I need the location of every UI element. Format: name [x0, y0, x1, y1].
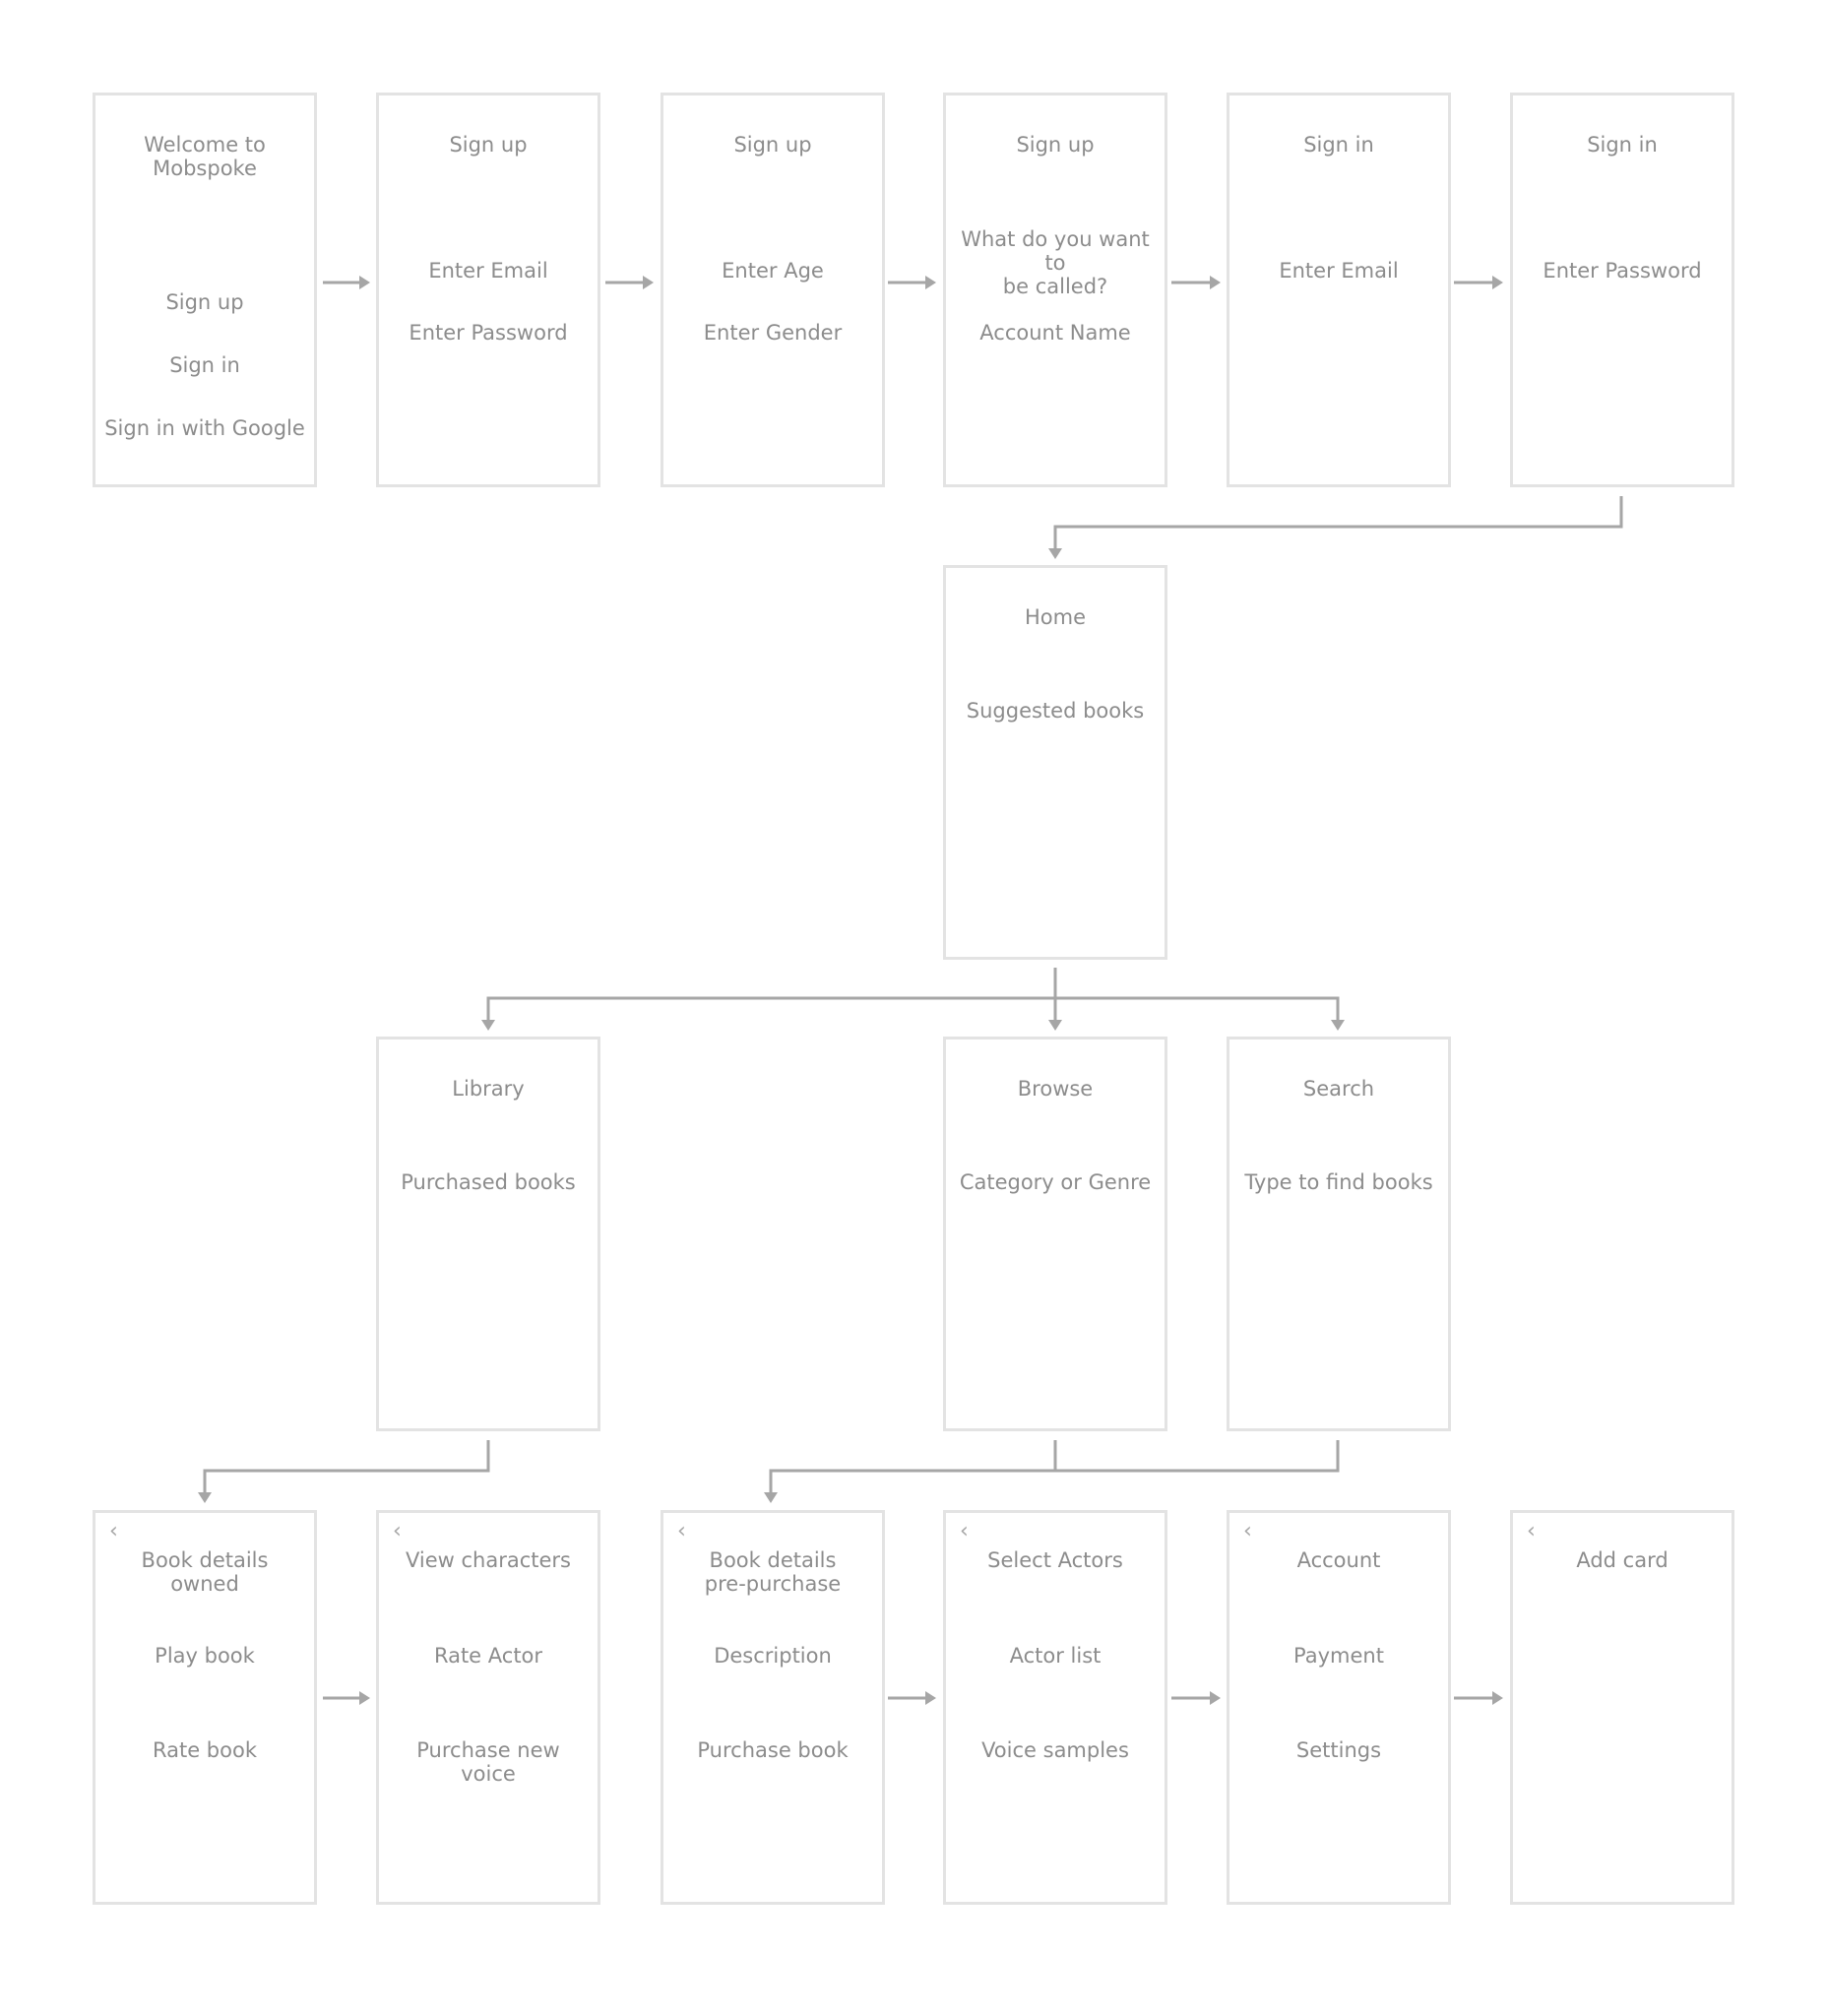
- screen-title: Account: [1296, 1548, 1381, 1572]
- screen-title: Sign in: [1587, 133, 1658, 157]
- screen-element-label: Enter Email: [428, 259, 548, 283]
- screen-title: Select Actors: [987, 1548, 1123, 1572]
- screen-title: Add card: [1576, 1548, 1669, 1572]
- arrow-right-icon: [1492, 276, 1503, 289]
- back-chevron-icon: ‹: [393, 1519, 402, 1544]
- back-chevron-icon: ‹: [677, 1519, 686, 1544]
- screen-element-label: Sign in: [169, 353, 240, 377]
- screen-signin-2: Sign in Enter Password: [1510, 93, 1734, 487]
- arrow-right-icon: [359, 1691, 370, 1705]
- back-chevron-icon: ‹: [1527, 1519, 1536, 1544]
- arrow-right-icon: [925, 1691, 936, 1705]
- screen-element-label: Rate Actor: [433, 1644, 543, 1668]
- arrow-right-icon: [643, 276, 654, 289]
- screen-element-label: Sign in with Google: [104, 416, 305, 440]
- back-chevron-icon: ‹: [1243, 1519, 1252, 1544]
- screen-title: Welcome to Mobspoke: [144, 133, 266, 180]
- screen-element-label: Actor list: [1009, 1644, 1102, 1668]
- arrow-right-icon: [925, 276, 936, 289]
- screen-element-label: Account Name: [979, 321, 1131, 345]
- screen-title: Sign up: [1016, 133, 1095, 157]
- screen-element-label: Enter Gender: [703, 321, 843, 345]
- flow-connector: [203, 1440, 490, 1494]
- screen-title: Sign in: [1303, 133, 1374, 157]
- arrow-down-icon: [764, 1492, 778, 1503]
- arrow-down-icon: [198, 1492, 212, 1503]
- screen-element-label: Settings: [1295, 1738, 1382, 1762]
- screen-element-label: Voice samples: [981, 1738, 1129, 1762]
- screen-signin-1: Sign in Enter Email: [1227, 93, 1451, 487]
- arrow-down-icon: [1331, 1020, 1345, 1031]
- screen-title: Search: [1302, 1077, 1375, 1101]
- screen-element-label: Play book: [155, 1644, 255, 1668]
- screen-signup-3: Sign up What do you want to be called? Acc…: [943, 93, 1167, 487]
- screen-element-label: Category or Genre: [959, 1170, 1152, 1194]
- arrow-right-icon: [359, 276, 370, 289]
- screen-add-card: ‹ Add card: [1510, 1510, 1734, 1905]
- arrow-down-icon: [481, 1020, 495, 1031]
- flow-connector: [769, 1440, 1340, 1494]
- screen-element-label: Purchase new voice: [416, 1738, 560, 1786]
- screen-element-label: Sign up: [165, 290, 244, 314]
- screen-element-label: Rate book: [152, 1738, 257, 1762]
- screen-title: Book details pre-purchase: [704, 1548, 842, 1596]
- arrow-right-icon: [1210, 1691, 1221, 1705]
- screen-title: Sign up: [449, 133, 528, 157]
- screen-title: Browse: [1017, 1077, 1094, 1101]
- screen-title: Sign up: [733, 133, 812, 157]
- screen-element-label: Type to find books: [1244, 1170, 1433, 1194]
- flow-connector: [486, 996, 1340, 1022]
- screen-title: View characters: [405, 1548, 571, 1572]
- screen-element-label: What do you want to be called?: [961, 227, 1150, 298]
- screen-title: Home: [1024, 605, 1086, 629]
- back-chevron-icon: ‹: [109, 1519, 118, 1544]
- back-chevron-icon: ‹: [960, 1519, 969, 1544]
- screen-title: Book details owned: [141, 1548, 269, 1596]
- arrow-right-icon: [1210, 276, 1221, 289]
- screen-element-label: Payment: [1293, 1644, 1384, 1668]
- screen-element-label: Description: [714, 1644, 832, 1668]
- screen-element-label: Purchase book: [697, 1738, 849, 1762]
- screen-element-label: Enter Email: [1279, 259, 1399, 283]
- screen-element-label: Suggested books: [966, 699, 1145, 723]
- screen-element-label: Enter Password: [1543, 259, 1702, 283]
- screen-element-label: Enter Password: [409, 321, 568, 345]
- screen-title: Library: [452, 1077, 525, 1101]
- arrow-right-icon: [1492, 1691, 1503, 1705]
- screen-element-label: Enter Age: [722, 259, 824, 283]
- arrow-down-icon: [1048, 548, 1062, 559]
- arrow-down-icon: [1048, 1020, 1062, 1031]
- screen-element-label: Purchased books: [401, 1170, 576, 1194]
- flow-connector: [1053, 496, 1623, 550]
